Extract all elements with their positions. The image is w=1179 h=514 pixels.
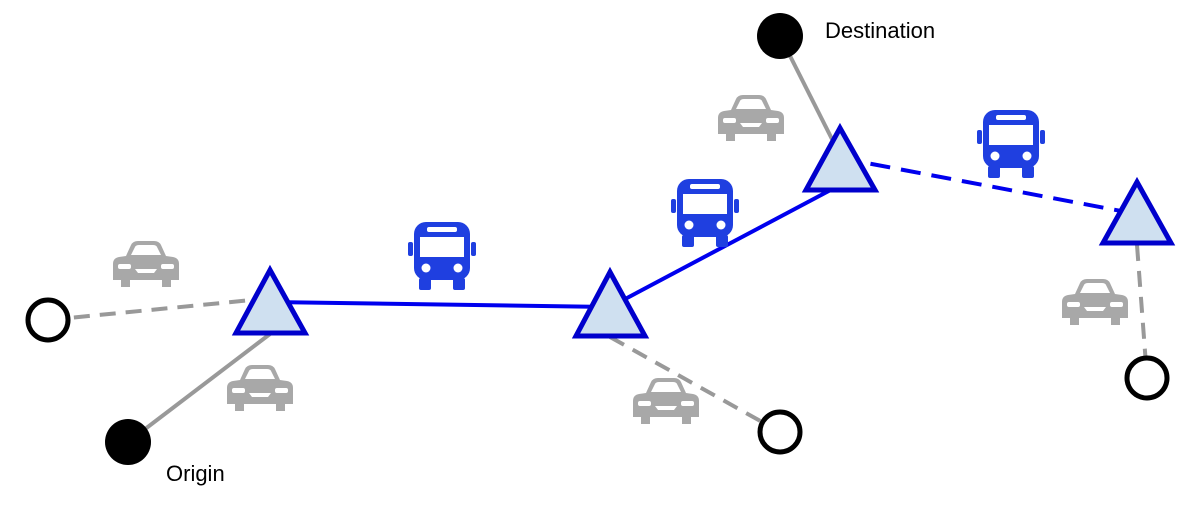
transit-stop-triangle xyxy=(801,122,880,193)
open-node-south xyxy=(757,409,803,455)
walk-link-origin xyxy=(126,332,272,444)
bus-icon xyxy=(408,222,476,290)
bus-icon xyxy=(671,179,739,247)
destination-node xyxy=(757,13,803,59)
car-icon xyxy=(1062,279,1128,325)
drive-link-dashed-south xyxy=(609,335,781,434)
transit-stop-triangle xyxy=(1098,176,1176,246)
transit-stop-triangle xyxy=(231,264,310,336)
drive-link-dashed-west xyxy=(47,297,263,322)
origin-label: Origin xyxy=(166,461,225,486)
car-icon xyxy=(227,365,293,411)
open-node-west xyxy=(25,297,71,343)
car-icon xyxy=(633,378,699,424)
origin-node xyxy=(105,419,151,465)
car-icon xyxy=(113,241,179,287)
bus-icon xyxy=(977,110,1045,178)
transit-line-dashed-segment xyxy=(839,156,1138,216)
transit-stop-triangle xyxy=(571,266,650,339)
open-node-east xyxy=(1124,355,1170,401)
transit-line-segment-1 xyxy=(269,300,611,309)
car-icon xyxy=(718,95,784,141)
destination-label: Destination xyxy=(825,18,935,43)
